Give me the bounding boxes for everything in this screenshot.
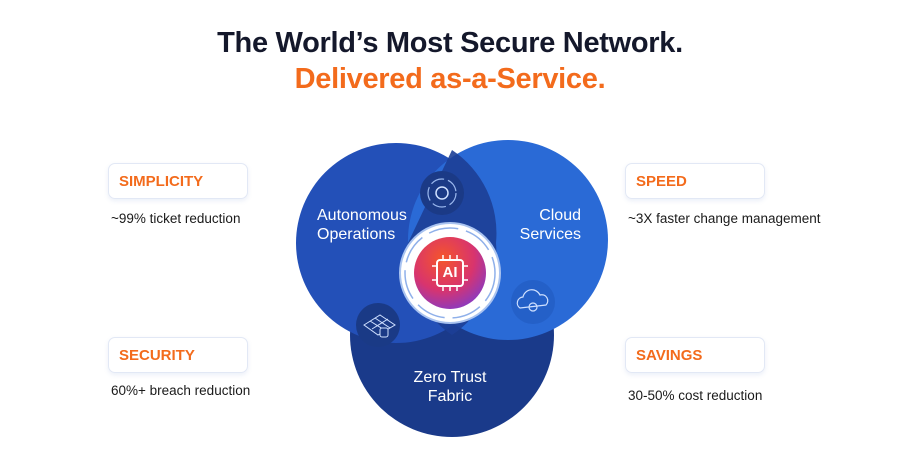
label-line: Cloud	[539, 207, 581, 224]
benefit-card-simplicity: SIMPLICITY	[108, 163, 248, 199]
benefit-card-speed: SPEED	[625, 163, 765, 199]
title-line-1: The World’s Most Secure Network.	[217, 27, 683, 59]
label-line: Operations	[317, 226, 396, 243]
benefit-description: 30-50% cost reduction	[628, 388, 763, 403]
label-line: Zero Trust	[413, 369, 487, 386]
label-line: Services	[519, 226, 581, 243]
benefit-description: ~99% ticket reduction	[111, 211, 241, 226]
benefit-label: SECURITY	[119, 347, 195, 364]
benefit-description: 60%+ breach reduction	[111, 383, 251, 398]
benefit-label: SIMPLICITY	[119, 173, 204, 190]
benefit-card-savings: SAVINGS	[625, 337, 765, 373]
cloud-gear-icon	[511, 280, 555, 324]
benefit-description: ~3X faster change management	[628, 211, 821, 226]
label-line: Autonomous	[317, 207, 407, 224]
gear-cycle-icon	[420, 171, 464, 215]
label-line: Fabric	[427, 388, 473, 405]
title-line-2: Delivered as-a-Service.	[294, 63, 606, 95]
benefit-card-security: SECURITY	[108, 337, 248, 373]
ai-label: AI	[442, 264, 458, 281]
benefit-label: SPEED	[636, 173, 687, 190]
ai-chip-icon	[414, 237, 486, 309]
benefit-label: SAVINGS	[636, 347, 703, 364]
